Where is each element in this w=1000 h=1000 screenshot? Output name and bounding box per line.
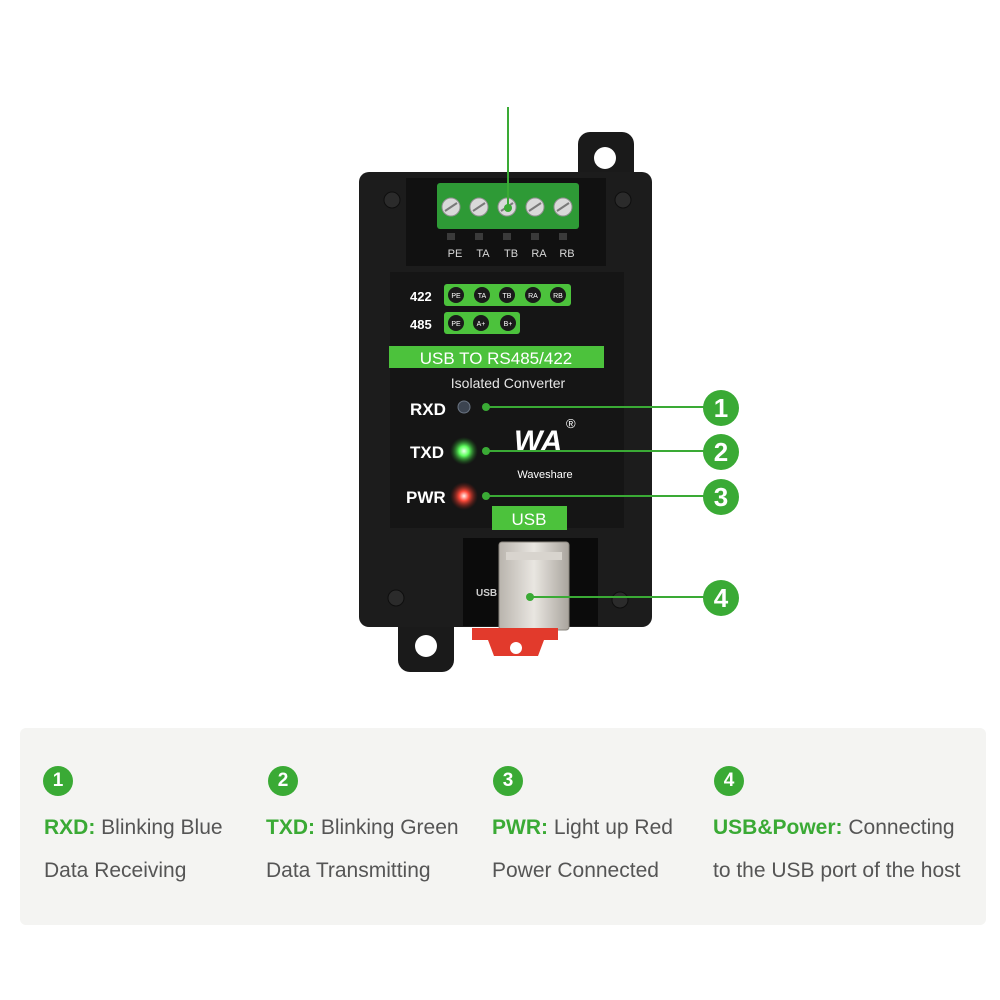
- pin-marker: [500, 315, 516, 331]
- legend-badge-4: 4: [714, 766, 744, 796]
- legend-value-3: Light up Red: [548, 816, 673, 839]
- legend-key-4: USB&Power:: [713, 816, 843, 839]
- legend-sub-3: Power Connected: [492, 859, 659, 882]
- callout-badge: [703, 580, 739, 616]
- legend-heading-1: RXD: Blinking Blue: [44, 816, 223, 840]
- legend-key-3: PWR:: [492, 816, 548, 839]
- pin-marker: [473, 315, 489, 331]
- pin-marker: [448, 315, 464, 331]
- callout-badge: [703, 479, 739, 515]
- pin-label: RA: [528, 293, 538, 300]
- pin-label: RB: [553, 293, 563, 300]
- terminal-socket: [475, 233, 483, 240]
- pin-label: TB: [503, 293, 512, 300]
- callout-number: 1: [714, 393, 728, 423]
- txd-label: TXD: [410, 443, 444, 462]
- din-clip-hole: [510, 642, 522, 654]
- legend-value-1: Blinking Blue: [95, 816, 223, 839]
- terminal-socket: [531, 233, 539, 240]
- terminal-socket: [503, 233, 511, 240]
- rxd-led: [457, 400, 471, 414]
- pwr-label: PWR: [406, 488, 446, 507]
- terminal-label: TA: [476, 248, 490, 260]
- legend-badge-3: 3: [493, 766, 523, 796]
- legend-heading-4: USB&Power: Connecting: [713, 816, 955, 840]
- legend-panel: 1 RXD: Blinking Blue Data Receiving 2 TX…: [20, 728, 986, 925]
- legend-value-2: Blinking Green: [315, 816, 459, 839]
- callout-badges: 1 2 3 4: [703, 390, 739, 616]
- terminal-screw-slot: [528, 202, 542, 212]
- terminal-label: RB: [559, 248, 574, 260]
- model-banner: [389, 346, 604, 368]
- legend-badge-2: 2: [268, 766, 298, 796]
- terminal-socket: [447, 233, 455, 240]
- usb-tab: [492, 506, 567, 530]
- pin-label: A+: [477, 321, 486, 328]
- callout-badge: [703, 434, 739, 470]
- device-subtitle: Isolated Converter: [451, 375, 566, 391]
- pin-label: PE: [451, 293, 461, 300]
- pin-marker: [499, 287, 515, 303]
- legend-value-4: Connecting: [842, 816, 955, 839]
- pin-label: PE: [451, 321, 461, 328]
- terminal-screw-slot: [472, 202, 486, 212]
- brand-name: Waveshare: [517, 469, 572, 481]
- callout-number: 3: [714, 482, 728, 512]
- terminal-screw-slot: [444, 202, 458, 212]
- callout-number: 4: [714, 583, 729, 613]
- logo-mark: WA: [514, 425, 562, 458]
- pin-marker: [525, 287, 541, 303]
- pin-row-422: PE TA TB RA RB: [444, 284, 571, 306]
- row-485-label: 485: [410, 317, 432, 332]
- legend-badge-1: 1: [43, 766, 73, 796]
- legend-heading-2: TXD: Blinking Green: [266, 816, 459, 840]
- legend-heading-3: PWR: Light up Red: [492, 816, 673, 840]
- usb-port-label: USB: [476, 588, 497, 599]
- waveshare-logo: WA ® Waveshare: [514, 416, 576, 481]
- pin-label: TA: [478, 293, 487, 300]
- terminal-screw-slot: [556, 202, 570, 212]
- terminal-labels: PE TA TB RA RB: [448, 248, 575, 260]
- pin-marker: [448, 287, 464, 303]
- model-banner-text: USB TO RS485/422: [420, 349, 572, 368]
- pwr-led: [450, 482, 478, 510]
- usb-tab-label: USB: [512, 510, 547, 529]
- callout-lines: [485, 107, 705, 598]
- legend-sub-4: to the USB port of the host: [713, 859, 961, 882]
- row-422-label: 422: [410, 289, 432, 304]
- legend-sub-2: Data Transmitting: [266, 859, 431, 882]
- legend-sub-1: Data Receiving: [44, 859, 187, 882]
- rxd-label: RXD: [410, 400, 446, 419]
- usb-connector-ridge: [506, 552, 562, 560]
- terminal-label: PE: [448, 248, 463, 260]
- din-clip: [472, 628, 558, 656]
- legend-key-2: TXD:: [266, 816, 315, 839]
- terminal-label: TB: [504, 248, 518, 260]
- txd-led: [450, 437, 478, 465]
- terminal-screws: [441, 197, 573, 240]
- pin-marker: [550, 287, 566, 303]
- callout-badge: [703, 390, 739, 426]
- pin-row-485: PE A+ B+: [444, 312, 520, 334]
- legend-key-1: RXD:: [44, 816, 96, 839]
- callout-dots: [482, 204, 534, 601]
- callout-number: 2: [714, 437, 728, 467]
- terminal-socket: [559, 233, 567, 240]
- pin-marker: [474, 287, 490, 303]
- terminal-label: RA: [531, 248, 547, 260]
- pin-label: B+: [504, 321, 513, 328]
- registered-mark: ®: [566, 416, 576, 431]
